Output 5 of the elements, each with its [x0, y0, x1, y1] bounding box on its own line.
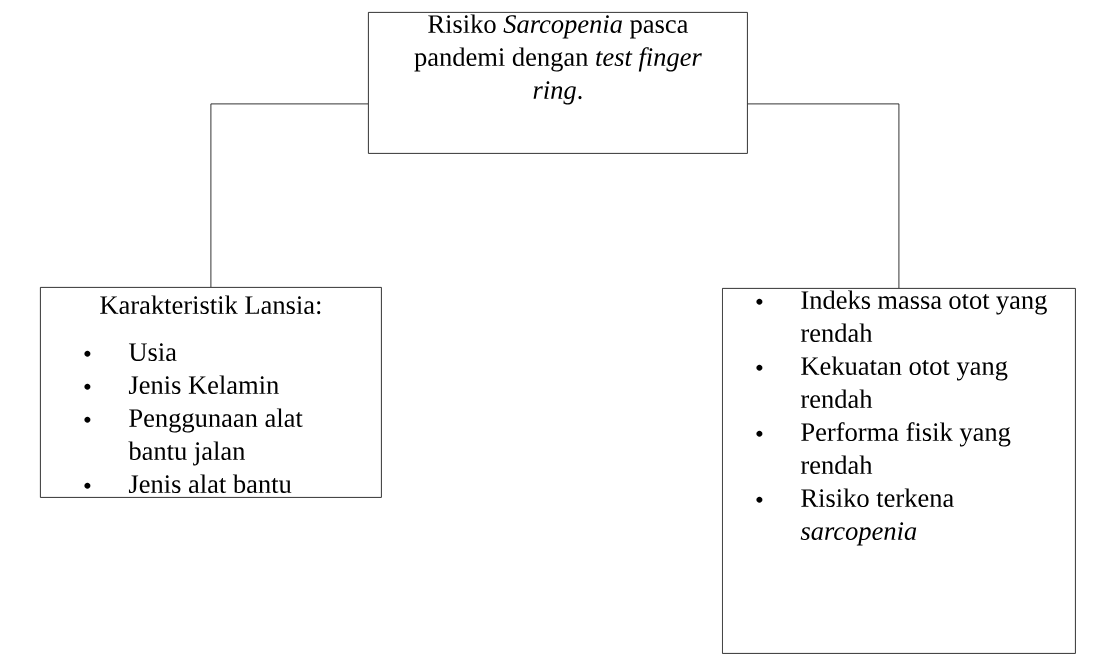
connector-line [210, 103, 369, 288]
connector-line [747, 103, 900, 289]
text-box: Karakteristik Lansia: Usia Jenis Kelamin Penggunaan alat bantu jalan Jenis alat bantu [40, 287, 382, 498]
text-box: Risiko Sarcopenia pasca pandemi dengan test finger ring. [368, 12, 748, 154]
text-box: Indeks massa otot yang rendah Kekuatan otot yang rendah Performa fisik yang rendah Risiko terkena sarcopenia [722, 288, 1076, 654]
